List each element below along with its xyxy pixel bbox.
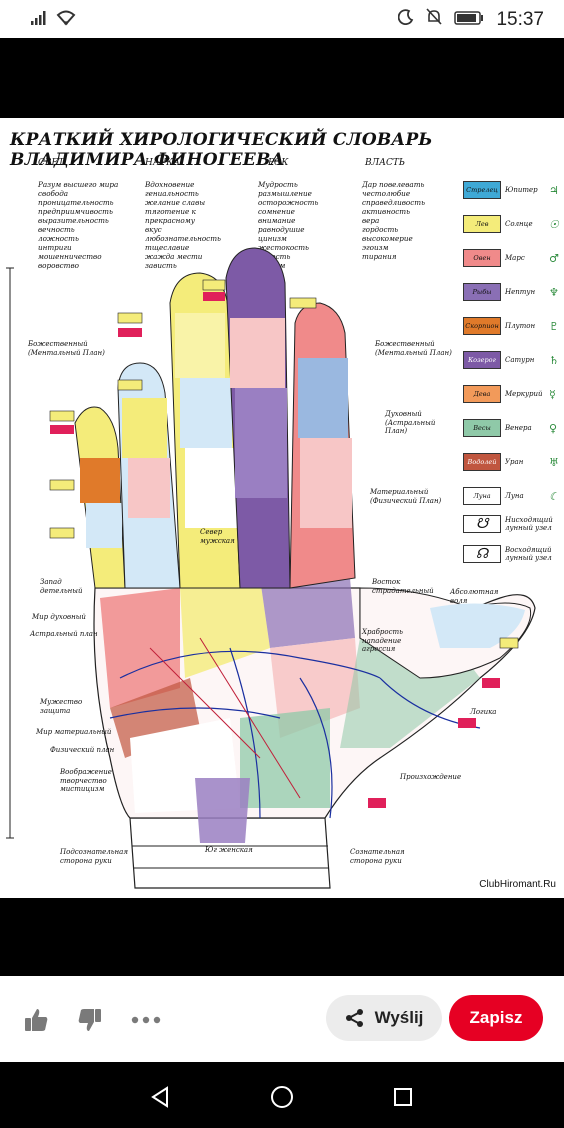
annotation-center: Север мужская: [200, 528, 235, 545]
annotation-center: Юг женская: [205, 846, 253, 854]
legend-row: Водолей Уран ♅: [463, 453, 559, 471]
legend-row: Луна Луна ☾: [463, 487, 559, 505]
legend-row: Козерог Сатурн ♄: [463, 351, 559, 369]
neptune-symbol-icon: ♆: [549, 285, 559, 299]
column-head-light: СВЕТ: [38, 158, 65, 168]
back-triangle-icon: [151, 1086, 168, 1108]
annotation-right: Духовный (Астральный План): [385, 410, 436, 435]
moon-symbol-icon: ☾: [549, 489, 559, 503]
annotation-left: Физический план: [50, 746, 115, 754]
thumbs-up-icon: [25, 1009, 48, 1031]
more-dots-icon: [131, 1016, 161, 1024]
bottom-black-band: [0, 898, 564, 976]
descending-node-icon: ☋: [463, 515, 501, 533]
annotation-left: Божественный (Ментальный План): [28, 340, 105, 357]
thumbs-down-icon: [78, 1009, 101, 1031]
annotation-left: Запад детельный: [40, 578, 83, 595]
venus-symbol-icon: ♀: [549, 421, 558, 435]
top-black-band: [0, 38, 564, 118]
share-icon: [345, 1009, 363, 1027]
legend-row: ☋ Нисходящий лунный узел: [463, 515, 564, 533]
battery-icon: [454, 9, 484, 31]
legend-row: Овен Марс ♂: [463, 249, 559, 267]
annotation-left: Мир духовный: [32, 613, 86, 621]
home-button[interactable]: [265, 1080, 299, 1114]
more-options-button[interactable]: [128, 1002, 164, 1038]
column-head-power: ВЛАСТЬ: [365, 158, 405, 168]
annotation-right: Произхождение: [400, 773, 462, 781]
pluto-symbol-icon: ♇: [549, 319, 559, 333]
send-button[interactable]: Wyślij: [326, 995, 442, 1041]
recents-button[interactable]: [386, 1080, 420, 1114]
back-button[interactable]: [144, 1080, 178, 1114]
moon-icon: [398, 9, 414, 31]
like-button[interactable]: [18, 1002, 54, 1038]
recents-square-icon: [394, 1088, 412, 1106]
image-watermark: ClubHiromant.Ru: [479, 879, 556, 890]
column-head-fate: РОК: [268, 158, 289, 168]
wifi-icon: [56, 10, 76, 31]
annotation-right: Абсолютная воля: [450, 588, 499, 605]
legend-row: Скорпион Плутон ♇: [463, 317, 559, 335]
legend-row: Стрелец Юпитер ♃: [463, 181, 559, 199]
annotation-left: Подсознательная сторона руки: [60, 848, 128, 865]
annotation-right: Храбрость нападение агрессия: [362, 628, 403, 653]
annotation-right: Божественный (Ментальный План): [375, 340, 452, 357]
clock-time: 15:37: [496, 9, 544, 30]
uranus-symbol-icon: ♅: [549, 455, 559, 469]
annotation-left: Мужество защита: [40, 698, 83, 715]
legend-row: ☊ Восходящий лунный узел: [463, 545, 564, 563]
system-navigation-bar: [0, 1062, 564, 1128]
palm-illustration: [6, 247, 536, 889]
annotation-right: Материальный (Физический План): [370, 488, 442, 505]
mercury-symbol-icon: ☿: [549, 387, 556, 401]
column-head-science: НАУКА: [145, 158, 180, 168]
mars-symbol-icon: ♂: [549, 251, 559, 265]
sun-symbol-icon: ☉: [549, 217, 559, 231]
annotation-right: Логика: [470, 708, 497, 716]
status-bar: 15:37: [0, 0, 564, 38]
home-circle-icon: [271, 1086, 293, 1108]
signal-icon: [30, 10, 48, 31]
pin-action-bar: Wyślij Zapisz: [0, 976, 564, 1062]
legend-swatch: Стрелец: [463, 181, 501, 199]
jupiter-symbol-icon: ♃: [549, 183, 559, 197]
legend-row: Дева Меркурий ☿: [463, 385, 556, 403]
saturn-symbol-icon: ♄: [549, 353, 559, 367]
legend-row: Рыбы Нептун ♆: [463, 283, 559, 301]
ascending-node-icon: ☊: [463, 545, 501, 563]
send-label: Wyślij: [374, 1008, 424, 1027]
pin-image[interactable]: КРАТКИЙ ХИРОЛОГИЧЕСКИЙ СЛОВАРЬ ВЛАДИМИРА…: [0, 118, 564, 898]
annotation-left: Воображение творчество мистицизм: [60, 768, 112, 793]
annotation-left: Мир материальный: [36, 728, 112, 736]
image-title: КРАТКИЙ ХИРОЛОГИЧЕСКИЙ СЛОВАРЬ ВЛАДИМИРА…: [10, 130, 433, 170]
dislike-button[interactable]: [72, 1002, 108, 1038]
annotation-right: Сознательная сторона руки: [350, 848, 405, 865]
mute-bell-icon: [426, 8, 443, 32]
save-button[interactable]: Zapisz: [449, 995, 543, 1041]
annotation-left: Астральный план: [30, 630, 98, 638]
legend-row: Лев Солнце ☉: [463, 215, 559, 233]
legend-row: Весы Венера ♀: [463, 419, 557, 437]
annotation-right: Восток страдательный: [372, 578, 434, 595]
